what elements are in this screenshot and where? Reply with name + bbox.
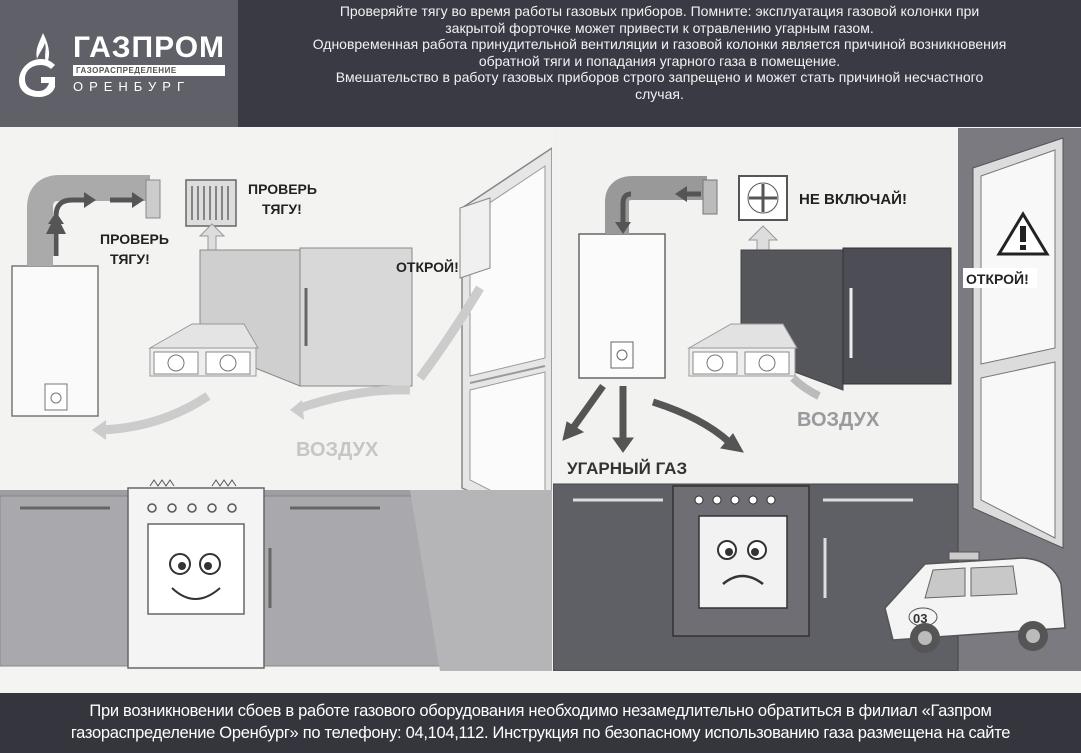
warning-sign-icon (996, 211, 1050, 256)
fan-icon (219, 354, 237, 372)
header-line: Вмешательство в работу газовых приборов … (335, 69, 984, 85)
wall-cabinet (299, 247, 413, 387)
open-window-label: ОТКРОЙ! (966, 270, 1029, 287)
right-kitchen-illustration: ОТКРОЙ! НЕ ВКЛЮЧАЙ! ВОЗДУХ УГАРНЫЙ ГАЗ (553, 128, 1081, 671)
fan-icon (167, 354, 185, 372)
sad-face-icon (717, 540, 767, 586)
happy-face-icon (169, 553, 221, 600)
wall-cabinet (842, 247, 952, 385)
logo-name: ГАЗПРОМ (72, 31, 226, 64)
fan-icon (706, 354, 724, 372)
gazprom-flame-g-icon (18, 32, 55, 97)
ambulance-icon: 03 (884, 551, 1066, 653)
check-draft-label: ТЯГУ! (110, 251, 150, 267)
fan-icon (747, 182, 779, 214)
header-line: Одновременная работа принудительной вент… (312, 36, 1007, 52)
co-arrows-icon (562, 383, 744, 453)
check-draft-label: ТЯГУ! (262, 201, 302, 217)
air-label: ВОЗДУХ (296, 439, 379, 461)
check-draft-label: ПРОВЕРЬ (248, 181, 317, 197)
header-line: Проверяйте тягу во время работы газовых … (339, 3, 980, 19)
co-label: УГАРНЫЙ ГАЗ (567, 459, 687, 478)
header-banner: ГАЗПРОМ ГАЗОРАСПРЕДЕЛЕНИЕ ОРЕНБУРГ Прове… (0, 0, 1081, 127)
air-label: ВОЗДУХ (797, 409, 880, 431)
logo-city: ОРЕНБУРГ (72, 79, 190, 94)
gazprom-logo: ГАЗПРОМ ГАЗОРАСПРЕДЕЛЕНИЕ ОРЕНБУРГ (0, 0, 238, 127)
header-warning-text: Проверяйте тягу во время работы газовых … (238, 0, 1081, 127)
dont-turn-on-label: НЕ ВКЛЮЧАЙ! (799, 190, 907, 208)
check-draft-label: ПРОВЕРЬ (100, 231, 169, 247)
header-line: закрытой форточке может привести к отрав… (445, 19, 874, 36)
open-window-label: ОТКРОЙ! (396, 258, 459, 275)
footer-line: газораспределение Оренбург» по телефону:… (70, 724, 1011, 742)
logo-subtitle: ГАЗОРАСПРЕДЕЛЕНИЕ (72, 65, 226, 76)
footer-line: При возникновении сбоев в работе газовог… (89, 702, 992, 720)
gas-boiler (578, 233, 666, 379)
footer-banner: При возникновении сбоев в работе газовог… (0, 693, 1081, 753)
left-kitchen-illustration: ПРОВЕРЬ ТЯГУ! ПРОВЕРЬ ТЯГУ! ОТКРОЙ! ВОЗД… (0, 128, 552, 671)
header-line: случая. (635, 85, 684, 102)
ambulance-number: 03 (913, 611, 927, 626)
fan-icon (758, 354, 776, 372)
header-line: обратной тяги и попадания угарного газа … (478, 52, 841, 69)
